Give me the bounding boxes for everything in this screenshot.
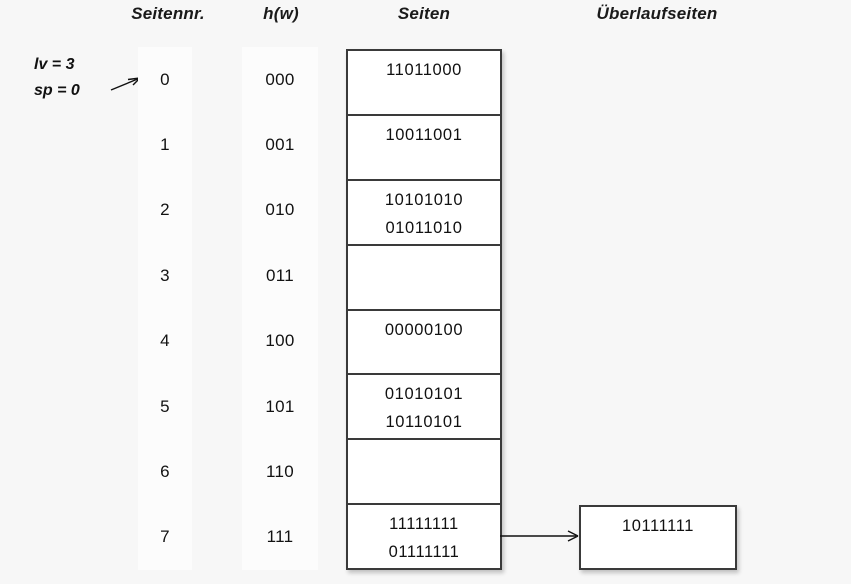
- page-bucket: [348, 246, 500, 311]
- column-header-seiten: Seiten: [397, 4, 451, 23]
- hash-value-cell: 100: [265, 331, 295, 351]
- hash-value-cell: 011: [265, 265, 294, 285]
- hash-value-cell: 001: [265, 135, 295, 155]
- hash-value-cell: 111: [266, 527, 294, 547]
- parameter-lv: lv = 3: [34, 56, 75, 73]
- seitennr-cell: 0: [160, 69, 170, 89]
- page-entry: 11111111: [389, 515, 459, 534]
- seitennr-column-strip: [138, 47, 192, 570]
- column-header-seitennr: Seitennr.: [131, 4, 205, 23]
- overflow-page-box: 10111111: [579, 505, 737, 570]
- hash-value-cell: 010: [265, 200, 295, 220]
- page-entry: 10011001: [385, 125, 463, 144]
- page-bucket: 00000100: [348, 311, 500, 376]
- page-entry: 10111111: [621, 517, 695, 535]
- page-bucket: 10101010 01011010: [348, 181, 500, 246]
- parameter-annotation: lv = 3 sp = 0: [34, 52, 80, 104]
- hash-value-cell: 101: [265, 396, 295, 416]
- page-bucket: 01010101 10110101: [348, 375, 500, 441]
- overflow-connector-arrow-icon: [500, 530, 579, 542]
- seitennr-cell: 6: [160, 461, 170, 481]
- hash-value-column: 000 001 010 011 100 101 110 111: [242, 47, 318, 570]
- page-bucket: 10011001: [348, 116, 500, 181]
- page-entry: 01111111: [388, 543, 460, 562]
- hash-column-strip: [242, 47, 318, 570]
- page-entry: 00000100: [384, 320, 464, 339]
- page-entry: 10110101: [385, 413, 463, 432]
- pages-table: 11011000 10011001 10101010 01011010 00000…: [346, 49, 502, 570]
- page-bucket: 11111111 01111111: [348, 505, 500, 568]
- seitennr-cell: 1: [160, 135, 170, 155]
- page-entry: 11011000: [386, 61, 462, 79]
- seitennr-cell: 3: [160, 265, 170, 285]
- page-entry: 10101010: [384, 190, 464, 209]
- page-entry: 01011010: [385, 218, 463, 237]
- hash-value-cell: 000: [265, 69, 295, 89]
- seitennr-column: 0 1 2 3 4 5 6 7: [138, 47, 192, 570]
- parameter-sp: sp = 0: [34, 82, 80, 99]
- seitennr-cell: 4: [160, 331, 170, 351]
- page-bucket: 11011000: [348, 51, 500, 116]
- seitennr-cell: 7: [160, 527, 170, 547]
- column-header-hash-function: h(w): [263, 4, 299, 23]
- seitennr-cell: 2: [160, 200, 170, 220]
- page-bucket: [348, 440, 500, 506]
- column-header-ueberlaufseiten: Überlaufseiten: [596, 4, 718, 23]
- seitennr-cell: 5: [160, 396, 170, 416]
- hash-value-cell: 110: [265, 461, 294, 481]
- page-entry: 01010101: [384, 385, 464, 404]
